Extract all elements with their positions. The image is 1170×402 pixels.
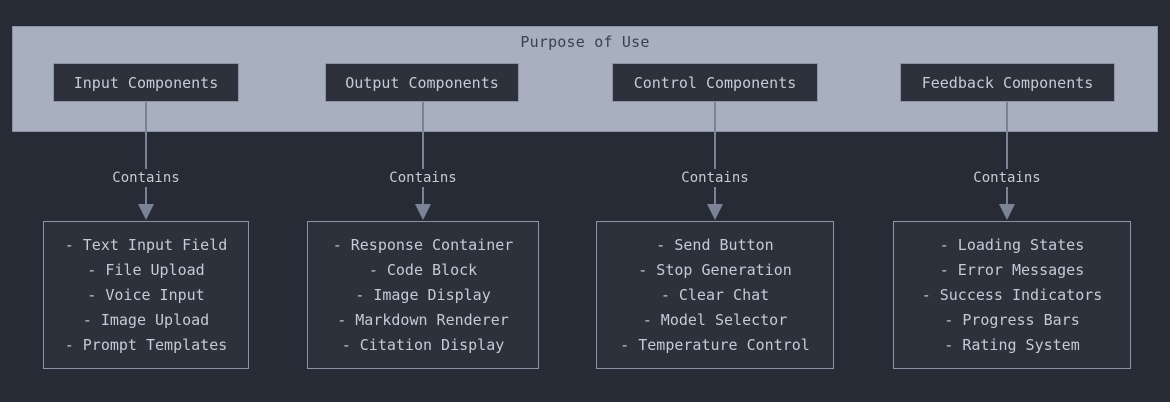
node-label: Output Components bbox=[345, 73, 499, 92]
node-control-items[interactable]: - Send Button - Stop Generation - Clear … bbox=[596, 221, 834, 369]
list-item: - File Upload bbox=[87, 260, 205, 279]
list-item: - Prompt Templates bbox=[64, 335, 228, 354]
node-input-components[interactable]: Input Components bbox=[53, 63, 239, 102]
list-item: - Loading States bbox=[939, 235, 1085, 254]
list-item: - Stop Generation bbox=[638, 260, 792, 279]
list-item: - Model Selector bbox=[642, 310, 788, 329]
list-item: - Rating System bbox=[944, 335, 1080, 354]
edge-label-control: Contains bbox=[675, 169, 755, 187]
list-item: - Citation Display bbox=[341, 335, 505, 354]
edge-label-output: Contains bbox=[383, 169, 463, 187]
edge-label-feedback: Contains bbox=[967, 169, 1047, 187]
list-item: - Image Display bbox=[355, 285, 491, 304]
list-item: - Markdown Renderer bbox=[337, 310, 509, 329]
subgraph-title: Purpose of Use bbox=[520, 33, 650, 51]
list-item: - Voice Input bbox=[87, 285, 205, 304]
list-item: - Error Messages bbox=[939, 260, 1085, 279]
list-item: - Temperature Control bbox=[620, 335, 810, 354]
node-output-components[interactable]: Output Components bbox=[325, 63, 519, 102]
node-feedback-items[interactable]: - Loading States - Error Messages - Succ… bbox=[893, 221, 1131, 369]
node-control-components[interactable]: Control Components bbox=[612, 63, 818, 102]
list-item: - Image Upload bbox=[82, 310, 210, 329]
list-item: - Response Container bbox=[332, 235, 514, 254]
list-item: - Clear Chat bbox=[660, 285, 770, 304]
list-item: - Progress Bars bbox=[944, 310, 1080, 329]
node-input-items[interactable]: - Text Input Field - File Upload - Voice… bbox=[43, 221, 249, 369]
node-output-items[interactable]: - Response Container - Code Block - Imag… bbox=[307, 221, 539, 369]
node-label: Control Components bbox=[633, 73, 797, 92]
node-label: Feedback Components bbox=[921, 73, 1094, 92]
list-item: - Text Input Field bbox=[64, 235, 228, 254]
list-item: - Send Button bbox=[656, 235, 774, 254]
node-feedback-components[interactable]: Feedback Components bbox=[900, 63, 1115, 102]
list-item: - Success Indicators bbox=[921, 285, 1103, 304]
list-item: - Code Block bbox=[368, 260, 478, 279]
edge-label-input: Contains bbox=[106, 169, 186, 187]
node-label: Input Components bbox=[73, 73, 219, 92]
